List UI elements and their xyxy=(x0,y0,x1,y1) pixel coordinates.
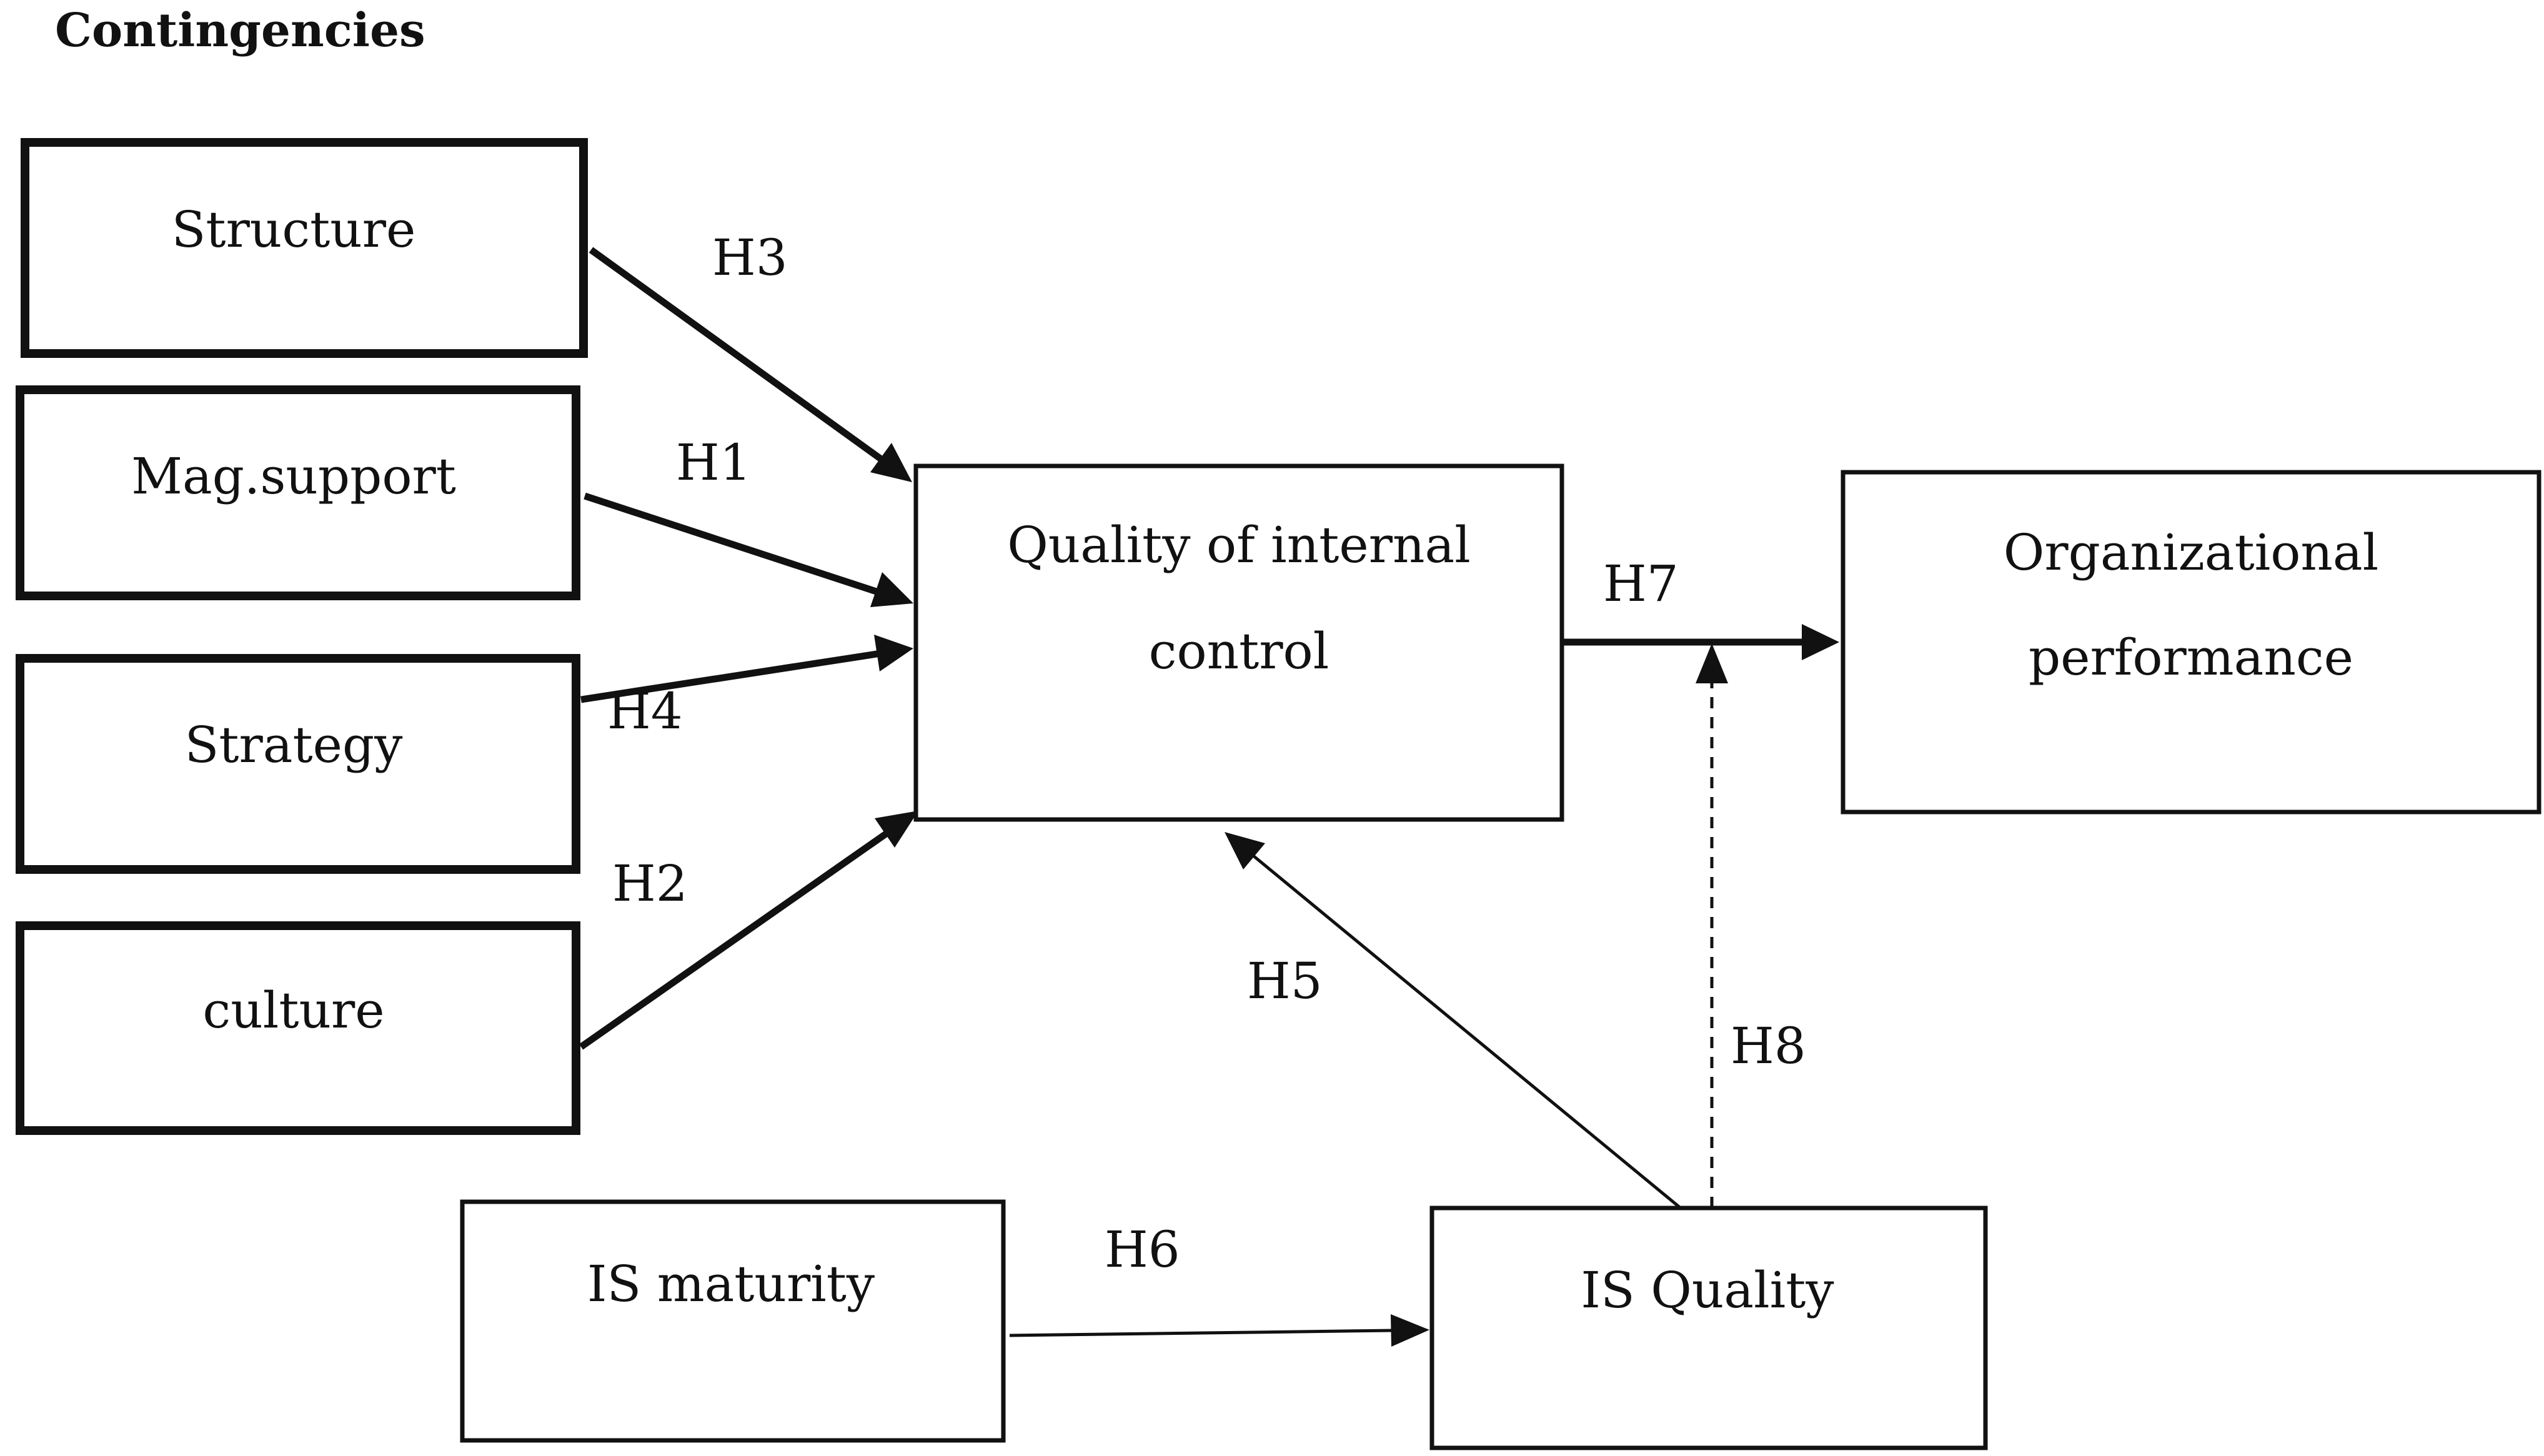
edge-h6: H6 xyxy=(1009,1221,1429,1347)
edge-h3: H3 xyxy=(589,229,912,482)
edge-h8-label: H8 xyxy=(1731,1017,1806,1075)
node-strategy-label: Strategy xyxy=(185,716,403,774)
edge-h5: H5 xyxy=(1225,832,1682,1209)
node-culture: culture xyxy=(16,921,580,1135)
node-is-quality: IS Quality xyxy=(1429,1206,1988,1450)
node-quality-of-internal-control-label-line1: Quality of internal xyxy=(1007,516,1471,574)
node-structure: Structure xyxy=(21,138,588,358)
node-mag-support-label: Mag.support xyxy=(131,447,456,505)
edge-h5-label: H5 xyxy=(1247,952,1323,1010)
contingencies-heading: Contingencies xyxy=(55,4,425,57)
edge-h1-label: H1 xyxy=(676,433,752,492)
edge-h2: H2 xyxy=(579,811,918,1050)
node-organizational-performance-label-line1: Organizational xyxy=(2004,523,2378,582)
node-is-maturity-label: IS maturity xyxy=(587,1255,875,1313)
edge-h4: H4 xyxy=(580,635,913,740)
edge-h3-label: H3 xyxy=(712,229,788,287)
edge-h7-label: H7 xyxy=(1603,555,1679,613)
node-organizational-performance-label-line2: performance xyxy=(2029,628,2353,686)
node-mag-support: Mag.support xyxy=(16,385,580,600)
edge-h1: H1 xyxy=(584,433,913,607)
node-organizational-performance: Organizational performance xyxy=(1841,470,2542,815)
node-structure-label: Structure xyxy=(172,201,416,259)
node-quality-of-internal-control: Quality of internal control xyxy=(913,463,1564,822)
edge-h8: H8 xyxy=(1696,643,1806,1208)
node-strategy: Strategy xyxy=(16,654,580,874)
edge-h7: H7 xyxy=(1562,555,1839,660)
node-quality-of-internal-control-label-line2: control xyxy=(1149,622,1329,680)
edge-h2-label: H2 xyxy=(612,854,688,913)
node-is-maturity: IS maturity xyxy=(460,1199,1006,1443)
node-is-quality-label: IS Quality xyxy=(1581,1261,1834,1319)
edge-h4-label: H4 xyxy=(607,682,683,740)
edge-h6-label: H6 xyxy=(1105,1221,1180,1279)
node-culture-label: culture xyxy=(202,981,384,1039)
